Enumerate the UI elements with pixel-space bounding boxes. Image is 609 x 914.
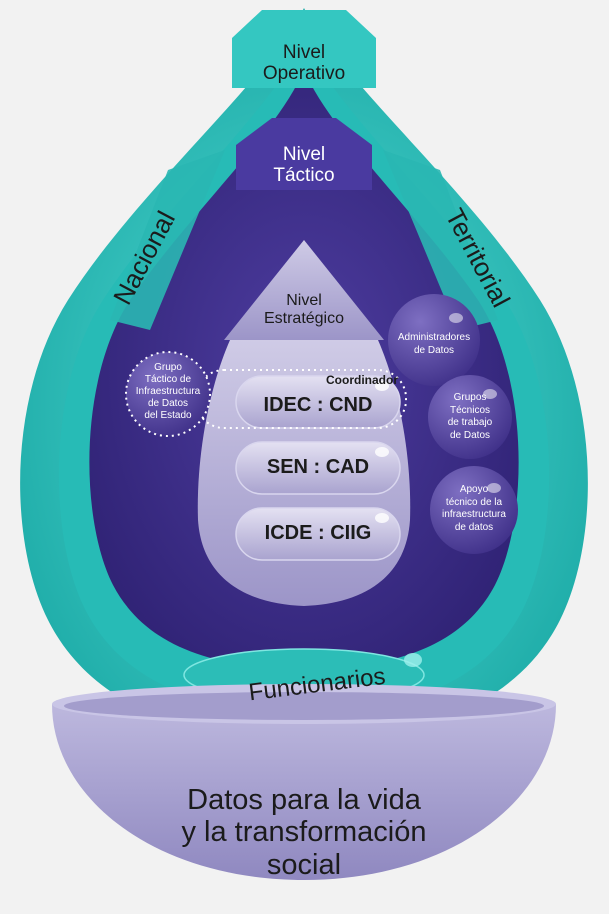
operativo-label: Nivel Operativo xyxy=(262,42,346,85)
pill-idec xyxy=(235,375,401,429)
icde-label: ICDE : CIIG xyxy=(264,522,372,544)
tactico-label: Nivel Táctico xyxy=(273,144,335,187)
pill-sen xyxy=(235,441,401,495)
bowl xyxy=(52,704,556,880)
left-group-text: Grupo Táctico de Infraestructura de Dato… xyxy=(135,362,201,421)
coordinator-label: Coordinador xyxy=(326,373,398,387)
left-connector xyxy=(195,369,407,429)
idec-label: IDEC : CND xyxy=(263,394,373,416)
footer-text: Datos para la vida y la transformación s… xyxy=(181,784,427,881)
bubble-grupos-text: Grupos Técnicos de trabajo de Datos xyxy=(447,392,493,441)
pill-icde xyxy=(235,507,401,561)
strategic-triangle xyxy=(224,240,384,340)
tactico-tab xyxy=(236,118,372,190)
sen-label: SEN : CAD xyxy=(266,456,370,478)
estrategico-label: Nivel Estratégico xyxy=(263,292,345,327)
left-group-bubble xyxy=(125,351,211,437)
operativo-tab xyxy=(232,10,376,88)
bubble-admin-text: Administradores de Datos xyxy=(397,332,471,356)
nacional-band xyxy=(110,150,225,330)
bubble-apoyo-text: Apoyo técnico de la infraestructura de d… xyxy=(442,484,506,533)
territorial-band xyxy=(383,150,498,330)
